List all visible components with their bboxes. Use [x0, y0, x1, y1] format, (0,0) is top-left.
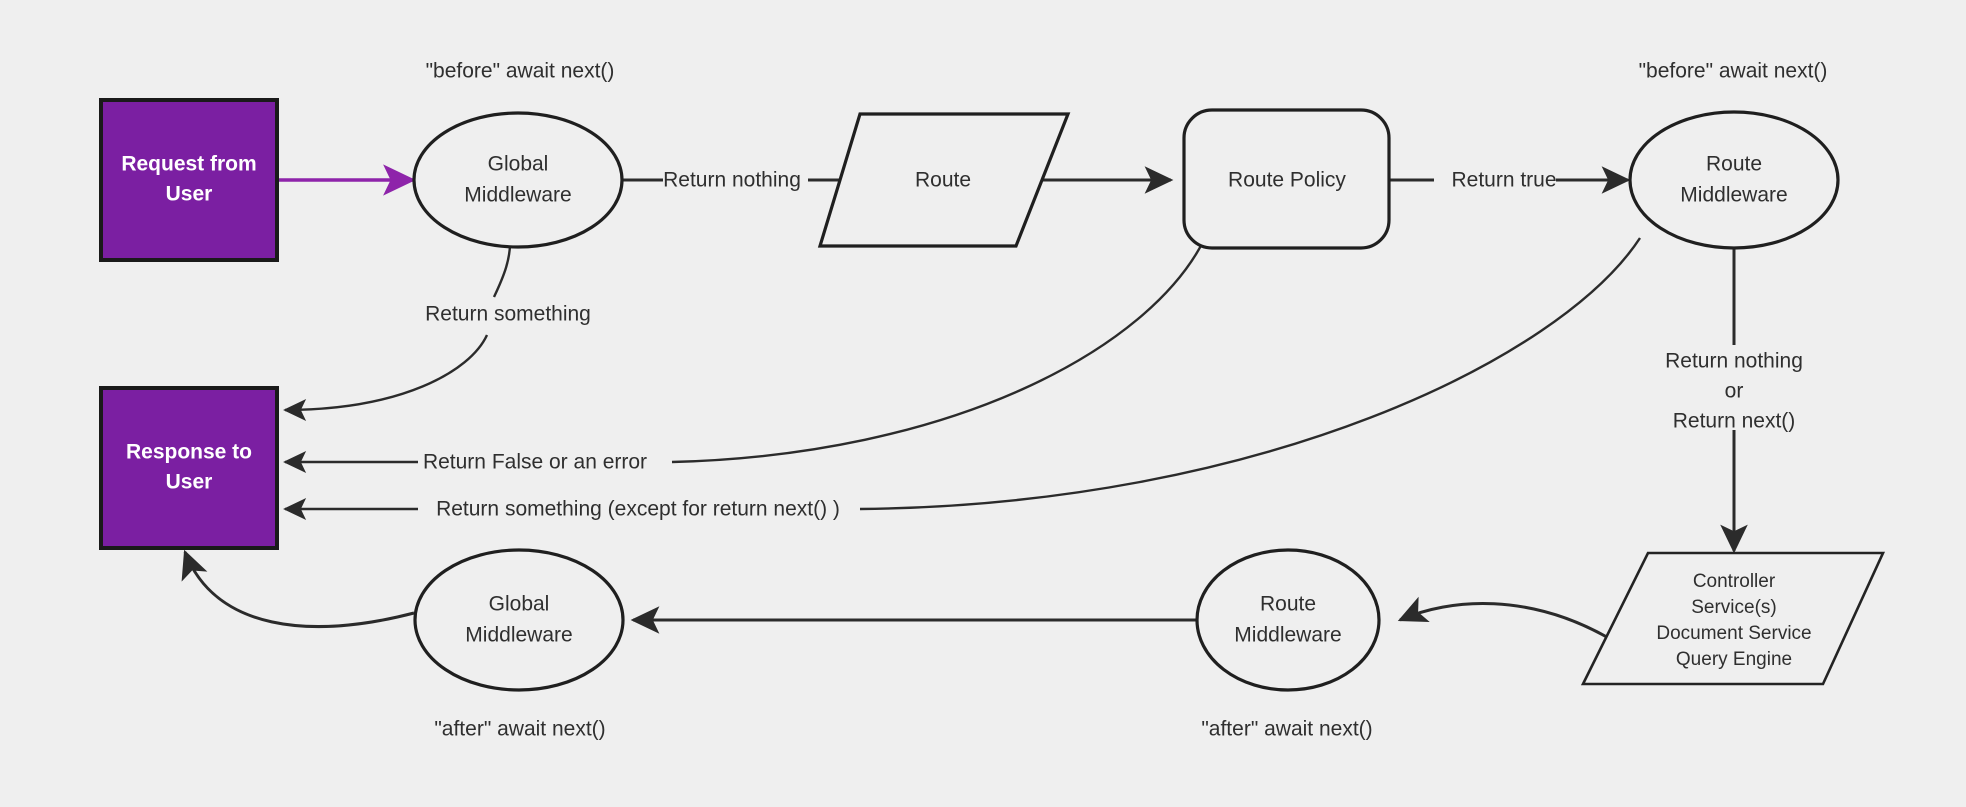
- edge-route-middleware-return-something-to-response: [859, 237, 1642, 511]
- node-controller-stack-label-line3: Document Service: [1656, 623, 1811, 644]
- node-route-label: Route: [915, 169, 971, 192]
- node-controller-stack-label-line2: Service(s): [1691, 597, 1777, 618]
- node-route-middleware-bottom-label-line1: Route: [1260, 593, 1316, 616]
- node-global-middleware-bottom[interactable]: [413, 548, 625, 692]
- annotation-before-await-next-left: "before" await next(): [426, 60, 615, 83]
- node-request-from-user-label-line1: Request from: [121, 153, 256, 176]
- node-global-middleware-bottom-label-line1: Global: [489, 593, 550, 616]
- node-route-policy[interactable]: [1182, 108, 1391, 250]
- node-route[interactable]: [817, 112, 1071, 248]
- node-request-from-user-label-line2: User: [166, 183, 213, 206]
- edge-label-return-nothing-or-next-line1: Return nothing: [1665, 350, 1803, 373]
- annotation-after-await-next-left: "after" await next(): [434, 718, 605, 741]
- annotation-after-await-next-right: "after" await next(): [1201, 718, 1372, 741]
- edge-label-return-nothing: Return nothing: [663, 169, 801, 192]
- edge-label-return-false-or-error: Return False or an error: [423, 451, 647, 474]
- node-response-to-user-label-line1: Response to: [126, 441, 252, 464]
- edge-global-middleware-return-something-to-response: [283, 334, 489, 422]
- edge-route-policy-return-false-to-response: [671, 237, 1207, 464]
- edge-label-return-nothing-or-next-line3: Return next(): [1673, 410, 1796, 433]
- node-global-middleware-top-label-line2: Middleware: [464, 184, 571, 207]
- edge-label-return-true: Return true: [1451, 169, 1556, 192]
- node-response-to-user[interactable]: [99, 386, 279, 550]
- edge-label-return-something-except-next: Return something (except for return next…: [436, 498, 840, 521]
- node-controller-stack-label-line1: Controller: [1693, 571, 1776, 592]
- node-request-from-user[interactable]: [99, 98, 279, 262]
- node-route-middleware-top-label-line1: Route: [1706, 153, 1762, 176]
- edge-global-middleware-bottom-to-response: [181, 549, 415, 628]
- edge-controller-to-route-middleware-bottom: [1397, 596, 1613, 642]
- node-controller-stack-label-line4: Query Engine: [1676, 649, 1792, 670]
- node-global-middleware-top[interactable]: [412, 111, 624, 249]
- edge-label-return-something: Return something: [425, 303, 591, 326]
- node-route-middleware-top[interactable]: [1628, 110, 1840, 250]
- node-route-policy-label: Route Policy: [1228, 169, 1346, 192]
- edge-label-return-nothing-or-next-line2: or: [1725, 380, 1744, 403]
- node-global-middleware-top-label-line1: Global: [488, 153, 549, 176]
- annotation-before-await-next-right: "before" await next(): [1639, 60, 1828, 83]
- node-global-middleware-bottom-label-line2: Middleware: [465, 624, 572, 647]
- node-route-middleware-top-label-line2: Middleware: [1680, 184, 1787, 207]
- node-response-to-user-label-line2: User: [166, 471, 213, 494]
- node-controller-stack[interactable]: [1580, 551, 1886, 686]
- node-route-middleware-bottom-label-line2: Middleware: [1234, 624, 1341, 647]
- node-route-middleware-bottom[interactable]: [1195, 548, 1381, 692]
